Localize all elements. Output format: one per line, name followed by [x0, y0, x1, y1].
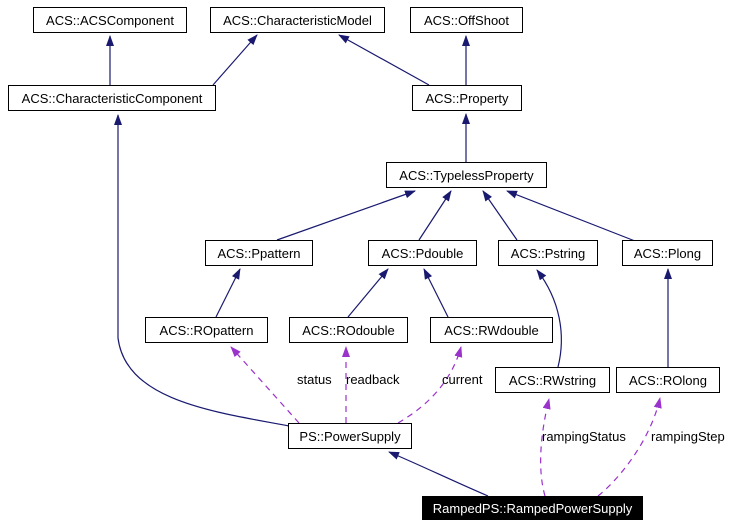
- edge-rampedpowersupply-rampingstatus-rwstring: [540, 398, 551, 497]
- class-node-acs-characteristicmodel[interactable]: ACS::CharacteristicModel: [210, 7, 385, 33]
- edge-label-rampingstatus: rampingStatus: [542, 429, 626, 444]
- edge-powersupply-current-rwdouble: [397, 346, 463, 424]
- class-node-acs-ppattern[interactable]: ACS::Ppattern: [205, 240, 313, 266]
- class-node-acs-pdouble[interactable]: ACS::Pdouble: [368, 240, 477, 266]
- edge-rampedpowersupply-to-powersupply: [388, 451, 489, 497]
- class-node-rampedps-rampedpowersupply-current: RampedPS::RampedPowerSupply: [422, 496, 643, 520]
- edge-ppattern-to-typelessproperty: [276, 190, 416, 241]
- edge-powersupply-status-ropattern: [230, 346, 300, 424]
- edge-plong-to-typelessproperty: [506, 190, 636, 242]
- class-node-acs-rolong[interactable]: ACS::ROlong: [616, 367, 720, 393]
- class-node-acs-typelessproperty[interactable]: ACS::TypelessProperty: [386, 162, 547, 188]
- edge-label-readback: readback: [346, 372, 400, 387]
- edge-label-rampingstep: rampingStep: [651, 429, 725, 444]
- class-node-acs-rwdouble[interactable]: ACS::RWdouble: [430, 317, 553, 343]
- class-node-acs-acscomponent[interactable]: ACS::ACSComponent: [33, 7, 187, 33]
- edge-rwstring-to-pstring: [536, 269, 562, 368]
- class-node-acs-characteristiccomponent[interactable]: ACS::CharacteristicComponent: [8, 85, 216, 111]
- class-node-ps-powersupply[interactable]: PS::PowerSupply: [288, 423, 412, 449]
- edge-label-status: status: [297, 372, 332, 387]
- edge-characteristiccomponent-to-characteristicmodel: [212, 34, 258, 86]
- edge-ropattern-to-ppattern: [215, 268, 241, 318]
- edge-powersupply-to-characteristiccomponent: [114, 114, 290, 427]
- class-node-acs-rwstring[interactable]: ACS::RWstring: [495, 367, 610, 393]
- edge-rampedpowersupply-rampingstep-rolong: [597, 397, 662, 497]
- class-node-acs-rodouble[interactable]: ACS::ROdouble: [289, 317, 408, 343]
- edge-rodouble-to-pdouble: [347, 268, 389, 318]
- edge-rwdouble-to-pdouble: [423, 268, 449, 318]
- edge-property-to-characteristicmodel: [338, 34, 430, 86]
- class-node-acs-property[interactable]: ACS::Property: [412, 85, 522, 111]
- class-node-acs-pstring[interactable]: ACS::Pstring: [498, 240, 598, 266]
- class-node-acs-ropattern[interactable]: ACS::ROpattern: [145, 317, 268, 343]
- edge-pdouble-to-typelessproperty: [418, 190, 452, 241]
- class-node-acs-offshoot[interactable]: ACS::OffShoot: [410, 7, 523, 33]
- class-node-acs-plong[interactable]: ACS::Plong: [622, 240, 713, 266]
- edge-label-current: current: [442, 372, 483, 387]
- edge-pstring-to-typelessproperty: [482, 190, 518, 241]
